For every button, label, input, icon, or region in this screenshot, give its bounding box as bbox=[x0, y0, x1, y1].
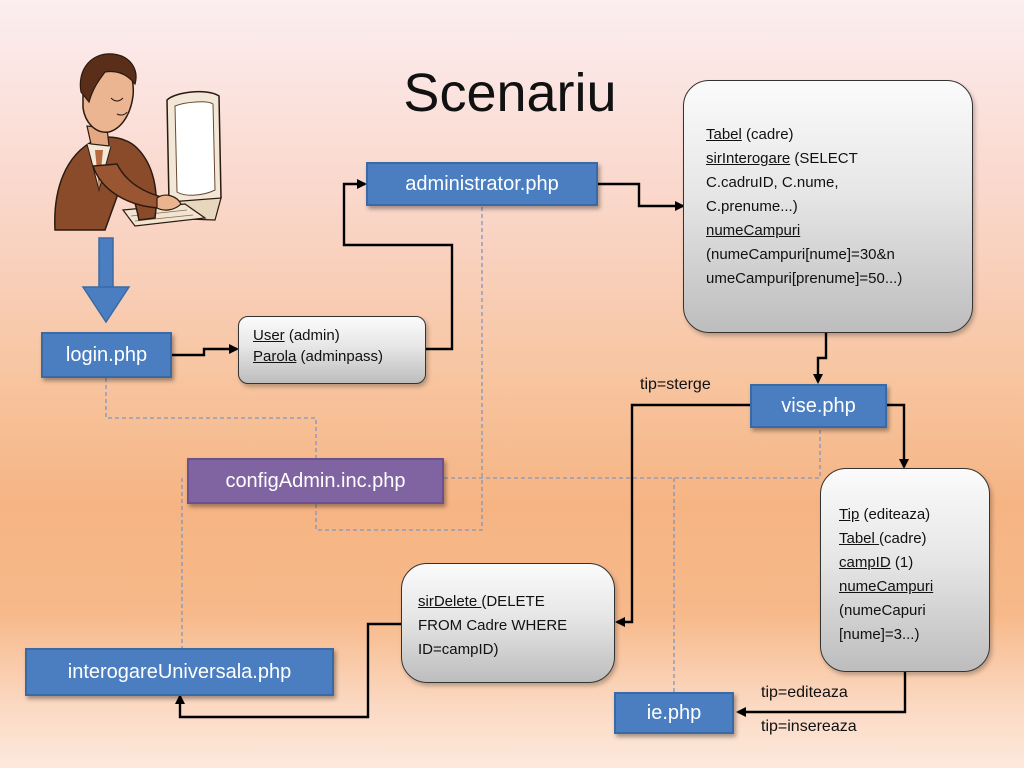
tip-sterge-label: tip=sterge bbox=[640, 376, 711, 393]
arrow-query-box-to-vise bbox=[813, 333, 828, 384]
credentials-user-line: User (admin) bbox=[253, 325, 425, 346]
ie-php-node: ie.php bbox=[614, 692, 734, 734]
edit-params-box: Tip (editeaza) Tabel (cadre) campID (1) … bbox=[820, 468, 990, 672]
sir-delete-value-line2: FROM Cadre WHERE bbox=[418, 617, 568, 634]
sir-interogare-value-line2: C.cadruID, C.nume, bbox=[706, 174, 839, 191]
arrow-credentials-to-administrator bbox=[342, 179, 454, 351]
sir-delete-key: sirDelete bbox=[418, 593, 482, 610]
arrow-administrator-to-query-box bbox=[598, 182, 685, 211]
query-params-box: Tabel (cadre) sirInterogare (SELECT C.ca… bbox=[683, 80, 973, 333]
nume-campuri-value-line1: (numeCampuri[nume]=30&n bbox=[706, 246, 895, 263]
arrow-vise-to-delete-box bbox=[615, 403, 750, 627]
man-at-computer-icon bbox=[54, 53, 222, 231]
user-value: (admin) bbox=[284, 327, 340, 344]
vise-php-node: vise.php bbox=[750, 384, 887, 428]
dashed-login-to-administrator bbox=[105, 206, 483, 531]
tip-value: (editeaza) bbox=[859, 506, 931, 523]
user-key: User bbox=[253, 327, 285, 344]
arrow-login-to-credentials bbox=[172, 344, 239, 357]
interogare-universala-php-node: interogareUniversala.php bbox=[25, 648, 334, 696]
tip-editeaza-label: tip=editeaza bbox=[761, 684, 848, 701]
nume-campuri-value-line2: umeCampuri[prenume]=50...) bbox=[706, 270, 903, 287]
nume-campuri-key: numeCampuri bbox=[706, 222, 801, 239]
arrow-edit-box-to-ie bbox=[736, 672, 907, 717]
credentials-box: User (admin) Parola (adminpass) bbox=[238, 316, 426, 384]
tip-insereaza-label: tip=insereaza bbox=[761, 718, 857, 735]
dashed-dependency-lines bbox=[105, 206, 821, 692]
slide-title: Scenariu bbox=[403, 63, 617, 123]
sir-delete-value: (DELETE bbox=[481, 593, 545, 610]
camp-id-value: (1) bbox=[890, 554, 914, 571]
password-key: Parola bbox=[253, 348, 297, 365]
sir-interogare-value: (SELECT bbox=[790, 150, 858, 167]
tabel-key: Tabel bbox=[839, 530, 880, 547]
nume-campuri-value-line2: [nume]=3...) bbox=[839, 626, 920, 643]
sir-interogare-value-line3: C.prenume...) bbox=[706, 198, 798, 215]
arrow-vise-to-edit-box bbox=[887, 403, 909, 469]
down-arrow-icon bbox=[81, 237, 131, 324]
tabel-value: (cadre) bbox=[741, 126, 794, 143]
delete-params-box: sirDelete (DELETE FROM Cadre WHERE ID=ca… bbox=[401, 563, 615, 683]
sir-delete-value-line3: ID=campID) bbox=[418, 641, 499, 658]
solid-connectors bbox=[172, 179, 909, 719]
administrator-php-node: administrator.php bbox=[366, 162, 598, 206]
nume-campuri-value-line1: (numeCapuri bbox=[839, 602, 926, 619]
tip-key: Tip bbox=[839, 506, 860, 523]
config-admin-inc-php-node: configAdmin.inc.php bbox=[187, 458, 444, 504]
camp-id-key: campID bbox=[839, 554, 891, 571]
tabel-key: Tabel bbox=[706, 126, 742, 143]
dashed-config-to-vise bbox=[444, 428, 821, 479]
nume-campuri-key: numeCampuri bbox=[839, 578, 934, 595]
sir-interogare-key: sirInterogare bbox=[706, 150, 791, 167]
password-value: (adminpass) bbox=[296, 348, 384, 365]
credentials-password-line: Parola (adminpass) bbox=[253, 346, 425, 367]
login-php-node: login.php bbox=[41, 332, 172, 378]
arrow-delete-box-to-interogare bbox=[175, 622, 401, 719]
tabel-value: (cadre) bbox=[879, 530, 927, 547]
